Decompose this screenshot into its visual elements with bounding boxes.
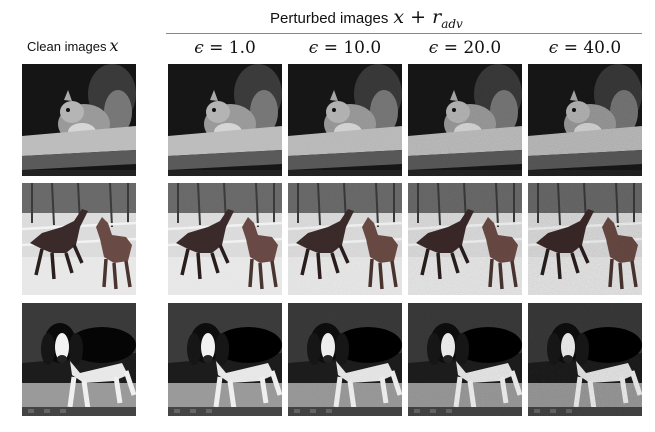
perturbed-math-base: x + r [393,6,442,28]
image-horses-eps40 [528,183,642,295]
perturbed-math-sub: adv [441,16,463,31]
image-squirrel-eps20-graphic [408,64,522,176]
perturbed-math: x + radv [393,6,463,31]
perturbed-images-label: Perturbed images [270,10,389,27]
image-dog-eps40-graphic [528,303,642,416]
image-squirrel-clean-graphic [22,64,136,176]
image-squirrel-eps10 [288,64,402,176]
image-squirrel-clean [22,64,136,176]
image-squirrel-eps1 [168,64,282,176]
image-dog-eps20 [408,303,522,416]
image-horses-eps10 [288,183,402,295]
image-horses-eps1 [168,183,282,295]
image-horses-eps20-graphic [408,183,522,295]
image-horses-eps20 [408,183,522,295]
epsilon-label-10: ϵ = 10.0 [308,38,382,58]
clean-math: x [109,36,119,55]
epsilon-label-40: ϵ = 40.0 [548,38,622,58]
image-horses-clean [22,183,136,295]
image-squirrel-eps20 [408,64,522,176]
image-squirrel-eps1-graphic [168,64,282,176]
image-horses-eps40-graphic [528,183,642,295]
image-dog-clean [22,303,136,416]
clean-images-label: Clean images [27,39,107,54]
image-dog-eps40 [528,303,642,416]
epsilon-label-1: ϵ = 1.0 [194,38,256,58]
group-rule [166,33,642,34]
image-squirrel-eps10-graphic [288,64,402,176]
image-dog-eps10 [288,303,402,416]
image-dog-eps20-graphic [408,303,522,416]
image-dog-eps10-graphic [288,303,402,416]
epsilon-label-20: ϵ = 20.0 [428,38,502,58]
image-horses-eps1-graphic [168,183,282,295]
image-squirrel-eps40-graphic [528,64,642,176]
image-horses-eps10-graphic [288,183,402,295]
image-horses-clean-graphic [22,183,136,295]
image-dog-eps1 [168,303,282,416]
image-dog-eps1-graphic [168,303,282,416]
image-squirrel-eps40 [528,64,642,176]
image-dog-clean-graphic [22,303,136,416]
